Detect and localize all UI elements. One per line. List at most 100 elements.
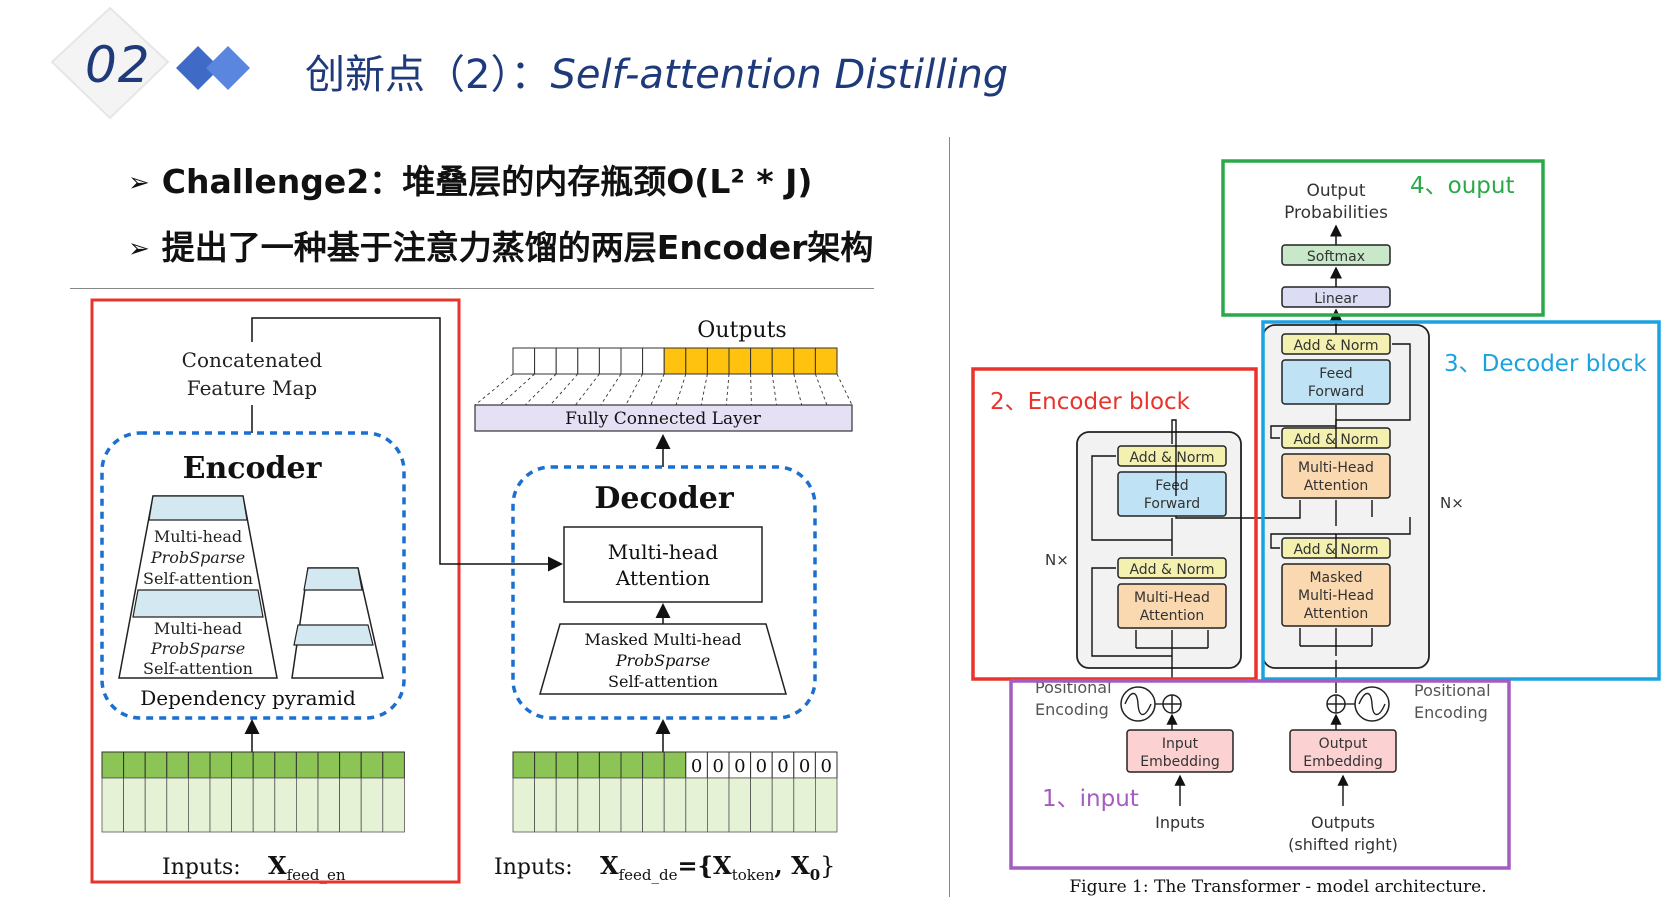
distill-layer-2 xyxy=(132,589,264,618)
enc-output-line xyxy=(1171,419,1177,496)
enc-grid-body-cell xyxy=(144,777,168,833)
output-cell-predicted xyxy=(793,347,816,375)
enc-addnorm-2-box xyxy=(1117,445,1227,467)
enc-grid-body-cell xyxy=(209,777,233,833)
fc-fan-line xyxy=(524,373,557,406)
decoder-mha-box xyxy=(563,526,763,603)
enc-grid-top-cell xyxy=(187,751,211,779)
output-cell-predicted xyxy=(685,347,708,375)
enc-grid-body-cell xyxy=(295,777,319,833)
enc-ff-2: Forward xyxy=(1144,496,1200,512)
dec-var-x0: , X xyxy=(774,851,810,880)
output-cell xyxy=(620,347,644,375)
attn1-line2: ProbSparse xyxy=(150,548,245,567)
section-number: 02 xyxy=(85,36,151,94)
enc-residual-1 xyxy=(1091,567,1172,657)
dec-var-eq: ={X xyxy=(678,851,733,880)
encoder-tf-highlight-box xyxy=(971,367,1258,681)
slide-title-cn: 创新点（2）： xyxy=(305,52,551,98)
fc-fan-line xyxy=(650,373,665,406)
dec-grid-body-cell xyxy=(555,777,579,833)
fc-fan-line xyxy=(836,373,853,406)
encoder-title: Encoder xyxy=(183,451,323,486)
output-cell-predicted xyxy=(728,347,752,375)
enc-mha-1: Multi-Head xyxy=(1134,590,1210,606)
enc-residual-2 xyxy=(1091,455,1173,556)
encoder-inputs-label: Inputs: xyxy=(162,855,241,880)
dec-ff-1: Feed xyxy=(1319,366,1352,382)
dec-grid-body-cell xyxy=(707,777,730,833)
enc-grid-body-cell xyxy=(317,777,341,833)
fc-fan-line xyxy=(675,373,687,406)
dec-grid-zero-text: 0 xyxy=(691,756,702,777)
dec-var-x: X xyxy=(600,851,619,880)
enc-grid-body-cell xyxy=(231,777,254,833)
dec-masked-box xyxy=(1281,563,1391,627)
enc-ff-1: Feed xyxy=(1155,478,1188,494)
diamond-icon xyxy=(176,46,220,90)
enc-grid-top-cell xyxy=(317,751,341,779)
encoder-inputs-var-x: X xyxy=(268,851,287,880)
fc-fan-line xyxy=(474,373,514,406)
encoder-annotation: 2、Encoder block xyxy=(990,389,1191,415)
output-cell xyxy=(534,347,557,375)
enc-sine-icon xyxy=(1120,686,1156,722)
encoder-to-decoder-arrow xyxy=(251,317,563,572)
fc-fan-line xyxy=(814,373,828,406)
enc-grid-top-cell xyxy=(252,751,276,779)
dec-var-token-sub: token xyxy=(732,866,775,884)
horizontal-divider xyxy=(70,288,874,289)
dec-pos-enc-1: Positional xyxy=(1414,681,1491,700)
output-cell xyxy=(555,347,579,375)
dec-grid-top-cell xyxy=(512,751,536,779)
dec-ff-2: Forward xyxy=(1308,384,1364,400)
output-cell xyxy=(512,347,536,375)
dec-grid-body-cell xyxy=(728,777,752,833)
enc-add-icon xyxy=(1162,694,1182,714)
fc-fan-line xyxy=(750,373,752,406)
tf-output-emb-2: Embedding xyxy=(1303,754,1382,770)
dec-grid-body-cell xyxy=(771,777,795,833)
dec-grid-zero-text: 0 xyxy=(820,756,831,777)
dec-grid-body-cell xyxy=(599,777,622,833)
encoder-highlight-box xyxy=(90,298,461,884)
output-cell xyxy=(577,347,600,375)
dec-masked-2: Multi-Head xyxy=(1298,588,1374,604)
tf-caption: Figure 1: The Transformer - model archit… xyxy=(1069,877,1486,897)
dec-grid-body-cell xyxy=(685,777,708,833)
tf-softmax: Softmax xyxy=(1307,249,1365,265)
dec-grid-top-cell xyxy=(534,751,557,779)
enc-grid-top-cell xyxy=(209,751,233,779)
encoder-nx-block xyxy=(1076,431,1242,669)
dec-addnorm-2-box xyxy=(1281,427,1391,449)
pyramid-label: Dependency pyramid xyxy=(140,686,356,710)
tf-output-prob-1: Output xyxy=(1306,181,1365,201)
enc-grid-top-cell xyxy=(295,751,319,779)
tf-linear-box xyxy=(1281,286,1391,308)
arrow-bullet-icon: ➢ xyxy=(128,168,150,198)
outputs-label: Outputs xyxy=(697,318,786,343)
dec-mha-2: Attention xyxy=(1304,478,1369,494)
dec-grid-body-cell xyxy=(793,777,816,833)
dec-addnorm-1: Add & Norm xyxy=(1293,542,1378,558)
tf-output-prob-2: Probabilities xyxy=(1284,203,1388,223)
attn2-line2: ProbSparse xyxy=(150,639,245,658)
dec-sine-icon xyxy=(1354,686,1390,722)
dec-grid-zero-text: 0 xyxy=(712,756,723,777)
small-distill-layer-2 xyxy=(293,624,374,646)
decoder-mha-line2: Attention xyxy=(615,566,710,590)
header-bg-diamond xyxy=(50,6,170,120)
bullet-item: ➢提出了一种基于注意力蒸馏的两层Encoder架构 xyxy=(128,226,873,292)
bullet-list: ➢Challenge2：堆叠层的内存瓶颈O(L² * J) ➢提出了一种基于注意… xyxy=(128,160,873,292)
attn1-line3: Self-attention xyxy=(143,569,253,588)
enc-grid-top-cell xyxy=(166,751,189,779)
enc-add-plus xyxy=(1163,695,1181,713)
decoder-highlight-box xyxy=(1261,320,1661,681)
output-cell xyxy=(598,347,622,375)
dec-addnorm-1-box xyxy=(1281,537,1391,559)
enc-grid-body-cell xyxy=(101,777,125,833)
dec-add-plus xyxy=(1327,695,1345,713)
enc-grid-body-cell xyxy=(382,777,405,833)
encoder-dashed-box xyxy=(100,431,406,720)
small-distill-layer-1 xyxy=(303,567,363,591)
